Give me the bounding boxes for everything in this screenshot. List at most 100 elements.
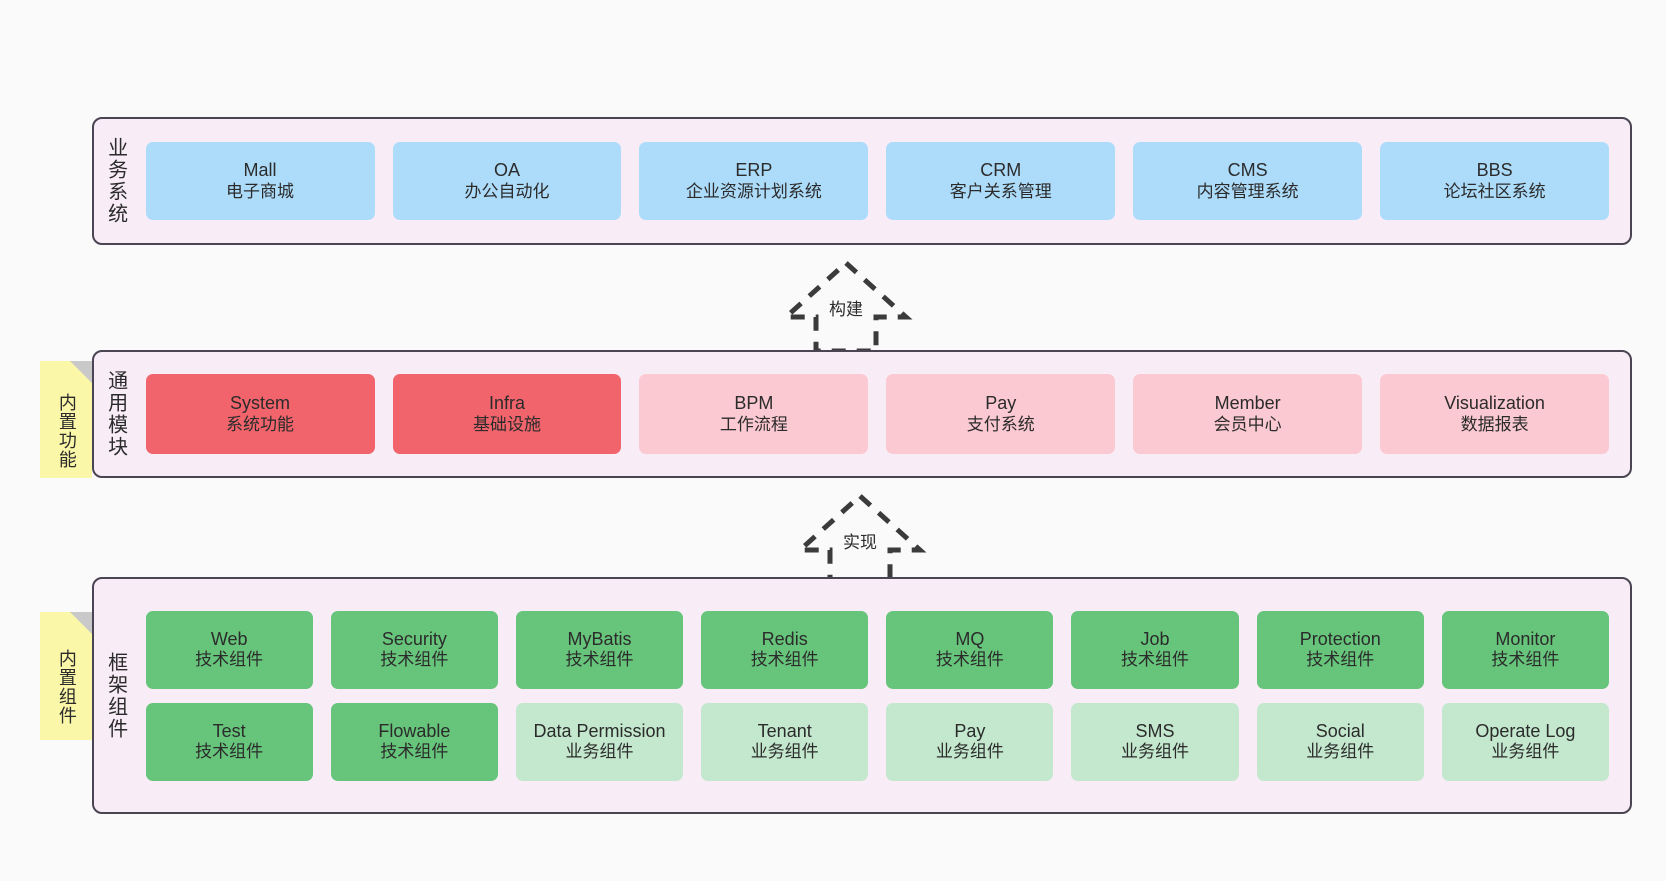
common-module-card-title: Pay	[985, 393, 1017, 414]
implement-arrow-glyph	[793, 492, 927, 587]
framework-component-card-subtitle: 业务组件	[750, 742, 819, 762]
tech-component-card-subtitle: 技术组件	[1121, 650, 1190, 670]
tech-component-card-subtitle: 技术组件	[935, 650, 1004, 670]
tech-component-card-title: Web	[210, 628, 248, 649]
build-arrow-glyph	[779, 259, 913, 354]
framework-component-card-subtitle: 业务组件	[1306, 742, 1375, 762]
framework-component-card-title: SMS	[1135, 720, 1175, 741]
business-system-card-title: CMS	[1227, 160, 1268, 181]
sticky-note-builtin-features-text: 内置功能	[56, 392, 77, 469]
framework-component-card-subtitle: 业务组件	[935, 742, 1004, 762]
tech-component-card-title: Security	[381, 628, 447, 649]
sticky-note-builtin-components-text: 内置组件	[56, 649, 77, 725]
framework-component-card-subtitle: 技术组件	[380, 742, 449, 762]
common-module-card-title: System	[230, 393, 291, 414]
business-system-card-subtitle: 论坛社区系统	[1443, 181, 1546, 201]
framework-component-card-title: Test	[212, 720, 246, 741]
common-module-card-subtitle: 工作流程	[719, 414, 788, 434]
framework-component-card-title: Flowable	[378, 720, 451, 741]
tech-component-card-title: Redis	[761, 628, 808, 649]
tech-component-card-subtitle: 技术组件	[1306, 650, 1375, 670]
tech-component-card-title: Job	[1140, 628, 1170, 649]
tech-component-card-title: MyBatis	[567, 628, 632, 649]
common-module-card-subtitle: 系统功能	[226, 414, 295, 434]
common-module-card-title: Visualization	[1444, 393, 1545, 414]
business-system-card-title: OA	[493, 160, 520, 181]
framework-component-card-title: Data Permission	[533, 720, 666, 741]
common-module-card-subtitle: 基础设施	[472, 414, 541, 434]
tech-component-card-title: Monitor	[1495, 628, 1556, 649]
sticky-fold-icon	[70, 612, 92, 634]
framework-component-card-title: Social	[1315, 720, 1365, 741]
common-module-card-subtitle: 数据报表	[1460, 414, 1529, 434]
implement-connector-label: 实现	[843, 533, 877, 552]
common-module-card-subtitle: 会员中心	[1213, 414, 1282, 434]
build-connector-label: 构建	[829, 300, 863, 319]
business-system-card-subtitle: 电子商城	[226, 181, 295, 201]
framework-component-card-title: Operate Log	[1475, 720, 1576, 741]
sticky-note-builtin-features: 内置功能	[40, 361, 92, 478]
business-system-layer-title: 业务系统	[104, 137, 127, 225]
business-system-card-subtitle: 企业资源计划系统	[685, 181, 822, 201]
tech-component-card-title: Protection	[1299, 628, 1381, 649]
business-system-card-title: ERP	[735, 160, 773, 181]
framework-component-layer-title: 框架组件	[104, 651, 127, 740]
framework-component-card-title: Tenant	[757, 720, 812, 741]
build-connector-arrow: 构建	[746, 255, 946, 355]
common-module-card-title: Infra	[488, 393, 525, 414]
tech-component-card-subtitle: 技术组件	[750, 650, 819, 670]
tech-component-card-title: MQ	[955, 628, 985, 649]
business-system-card-subtitle: 客户关系管理	[949, 181, 1052, 201]
business-system-card-title: BBS	[1476, 160, 1513, 181]
common-module-layer-title: 通用模块	[104, 370, 127, 458]
framework-component-card-subtitle: 业务组件	[565, 742, 634, 762]
business-system-card-title: Mall	[243, 160, 277, 181]
framework-component-card-subtitle: 业务组件	[1121, 742, 1190, 762]
framework-component-card-subtitle: 业务组件	[1491, 742, 1560, 762]
business-system-card-subtitle: 内容管理系统	[1196, 181, 1299, 201]
common-module-card-title: BPM	[734, 393, 774, 414]
tech-component-card-subtitle: 技术组件	[195, 650, 264, 670]
business-system-card-subtitle: 办公自动化	[464, 181, 550, 201]
sticky-fold-icon	[70, 361, 92, 383]
sticky-note-builtin-components: 内置组件	[40, 612, 92, 740]
common-module-card-subtitle: 支付系统	[966, 414, 1035, 434]
framework-component-card-title: Pay	[954, 720, 986, 741]
